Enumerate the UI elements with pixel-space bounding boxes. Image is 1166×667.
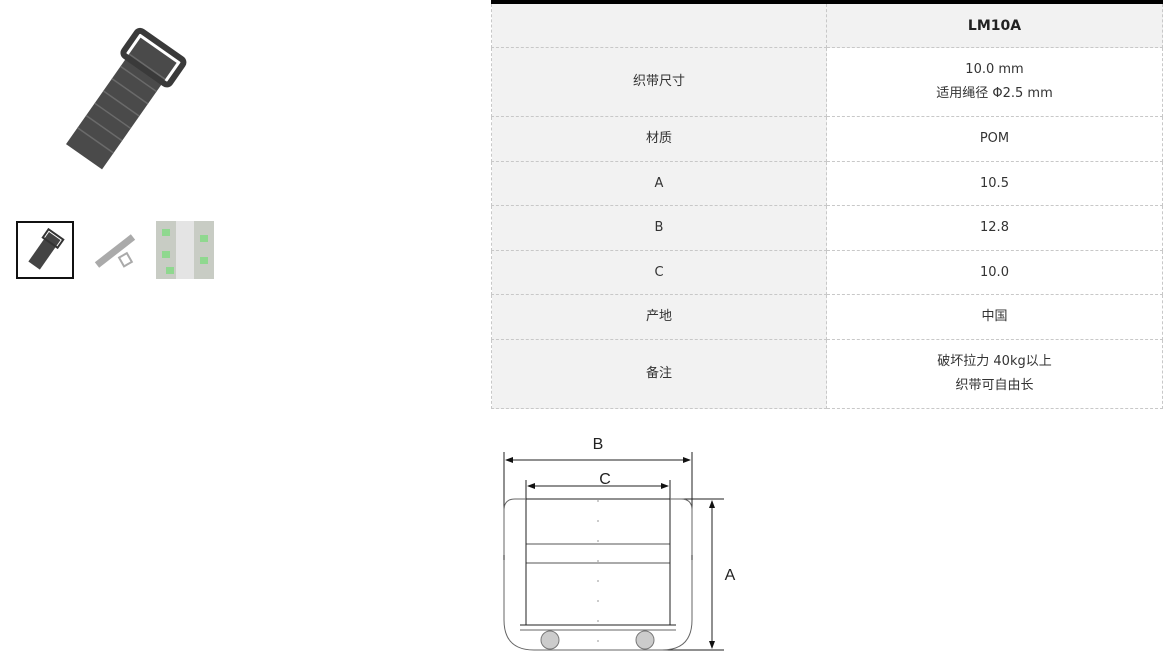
row-label: C [491, 250, 827, 295]
row-label: B [491, 205, 827, 251]
row-value: 12.8 [826, 205, 1163, 251]
label-b: B [593, 436, 604, 453]
thumbnail-3[interactable] [156, 221, 214, 279]
thumbnail-2[interactable] [91, 221, 149, 279]
dimension-drawing: B C A [495, 425, 755, 667]
row-value: 10.5 [826, 161, 1163, 206]
row-value: 破坏拉力 40kg以上织带可自由长 [826, 339, 1163, 409]
row-label: 织带尺寸 [491, 47, 827, 117]
value-line: 适用绳径 Φ2.5 mm [936, 86, 1053, 101]
label-c: C [599, 471, 611, 488]
table-row: 产地中国 [491, 294, 1163, 340]
value-line: 破坏拉力 40kg以上 [937, 354, 1052, 369]
table-header-row: LM10A [491, 1, 1163, 48]
value-line: 织带可自由长 [955, 378, 1034, 393]
row-value: POM [826, 116, 1163, 162]
row-label: 备注 [491, 339, 827, 409]
table-row: 备注破坏拉力 40kg以上织带可自由长 [491, 339, 1163, 409]
row-label: A [491, 161, 827, 206]
table-row: 织带尺寸 10.0 mm 适用绳径 Φ2.5 mm [491, 47, 1163, 117]
row-label: 材质 [491, 116, 827, 162]
row-value: 10.0 [826, 250, 1163, 295]
row-label: 产地 [491, 294, 827, 340]
label-a: A [725, 567, 736, 584]
row-value: 10.0 mm 适用绳径 Φ2.5 mm [826, 47, 1163, 117]
thumbnail-1[interactable] [16, 221, 74, 279]
row-value: 中国 [826, 294, 1163, 340]
product-main-image [40, 20, 210, 180]
value-line: 10.0 mm [965, 62, 1024, 77]
header-model: LM10A [826, 1, 1163, 48]
header-blank [491, 1, 827, 48]
